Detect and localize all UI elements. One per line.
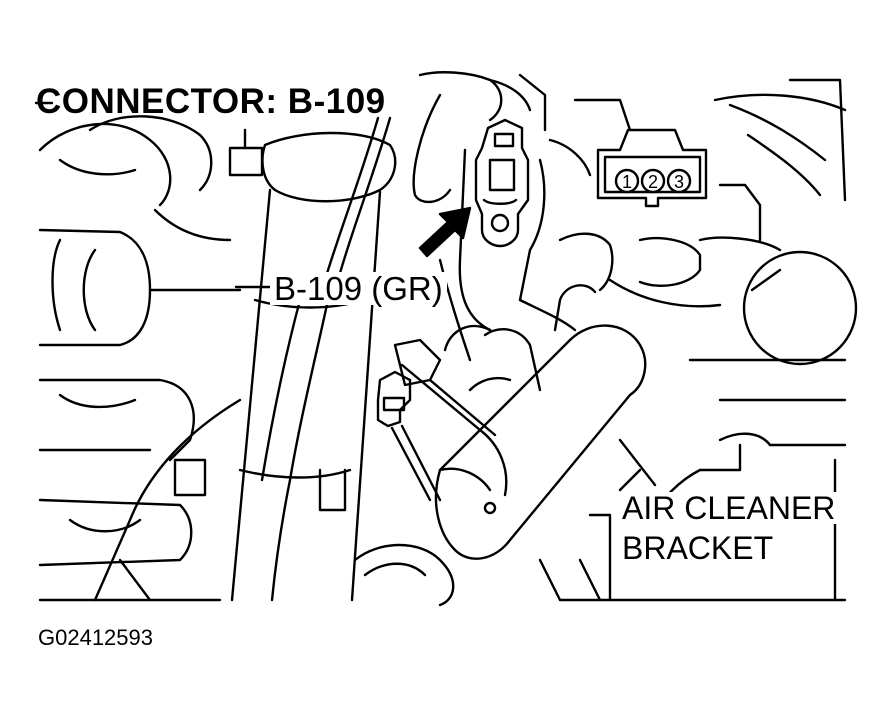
diagram-title: CONNECTOR: B-109 <box>36 82 386 121</box>
pin-number-2: 2 <box>648 172 658 192</box>
air-cleaner-label-line2: BRACKET <box>620 530 776 566</box>
right-engine-components <box>560 80 856 600</box>
figure-id: G02412593 <box>38 625 153 650</box>
left-engine-components <box>40 116 262 600</box>
air-cleaner-label-line1: AIR CLEANER <box>620 490 838 526</box>
leader-lines <box>36 103 640 490</box>
intake-duct <box>232 133 395 600</box>
upper-hose-and-bracket <box>414 72 630 360</box>
connector-b109 <box>476 120 528 246</box>
connector-callout-label: B-109 (GR) <box>270 272 447 305</box>
pin-number-1: 1 <box>622 172 632 192</box>
air-cleaner-bracket <box>436 285 655 600</box>
connector-pin-diagram <box>598 130 706 206</box>
lower-hose-and-connector <box>378 326 540 500</box>
pointer-arrow <box>420 208 470 256</box>
harness-cables <box>262 118 453 605</box>
pin-number-3: 3 <box>674 172 684 192</box>
